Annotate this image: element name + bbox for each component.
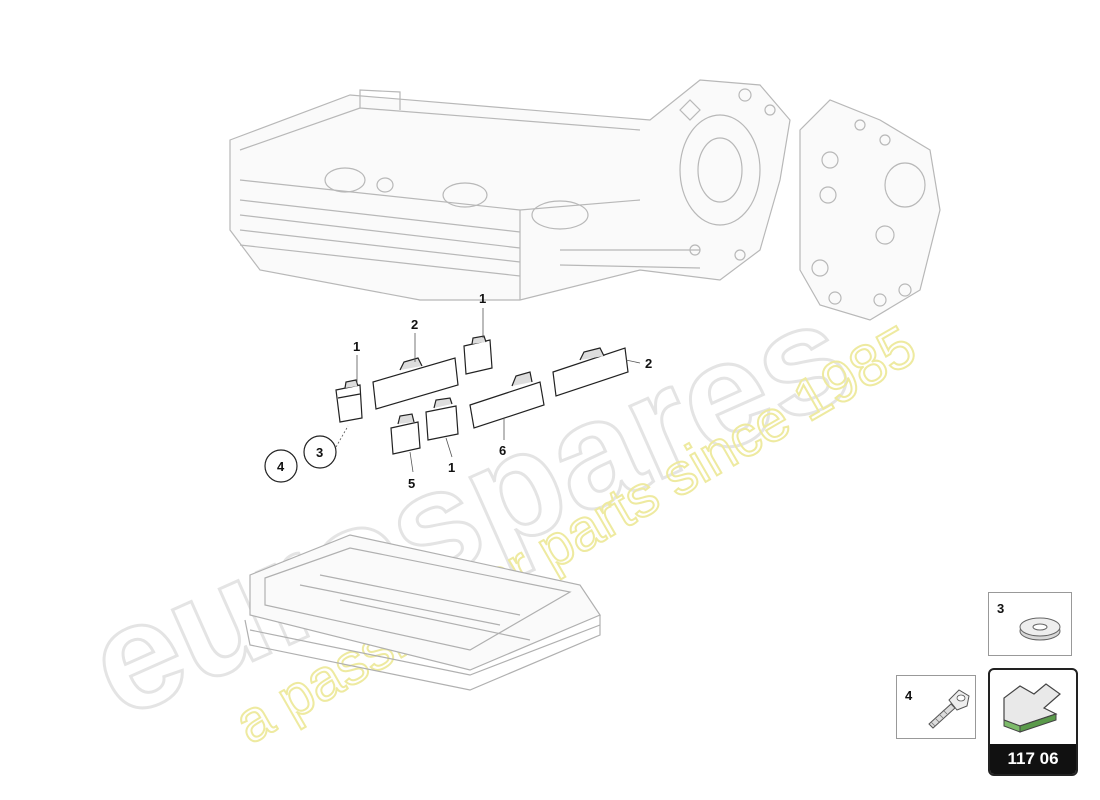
oil-pan [244, 534, 601, 691]
reference-box: 117 06 [988, 668, 1078, 776]
callout-6: 6 [499, 443, 506, 458]
legend-number-3: 3 [997, 601, 1005, 616]
callout-4: 4 [277, 459, 285, 474]
transmission-housing [229, 79, 941, 321]
part-strip-6 [469, 371, 545, 429]
callout-3: 3 [316, 445, 323, 460]
part-clip-1a [335, 379, 363, 423]
legend-number-4: 4 [905, 688, 913, 703]
callout-circle-4 [264, 449, 298, 483]
arrow-reference-icon [1003, 683, 1061, 733]
part-clip-1c [425, 397, 459, 441]
legend-item-3: 3 [988, 592, 1072, 656]
legend-item-4: 4 [896, 675, 976, 739]
leader-lines [335, 308, 641, 473]
callout-1c: 1 [448, 460, 455, 475]
washer-icon [1019, 617, 1061, 641]
watermark: eurospares a passion for parts since 198… [63, 265, 927, 757]
part-strip-2a [372, 357, 459, 410]
reference-label: 117 06 [990, 744, 1076, 774]
callout-5: 5 [408, 476, 415, 491]
callout-2b: 2 [645, 356, 652, 371]
callout-1b: 1 [479, 291, 486, 306]
callout-2a: 2 [411, 317, 418, 332]
part-strip-2b [552, 347, 629, 397]
part-clip-5 [390, 413, 421, 455]
bolt-icon [928, 689, 970, 729]
callout-circle-3 [303, 435, 337, 469]
callout-labels: 1 2 1 2 6 5 1 3 4 [264, 291, 652, 491]
part-clip-1b [463, 335, 493, 375]
watermark-brand: eurospares [65, 267, 872, 749]
callout-1a: 1 [353, 339, 360, 354]
